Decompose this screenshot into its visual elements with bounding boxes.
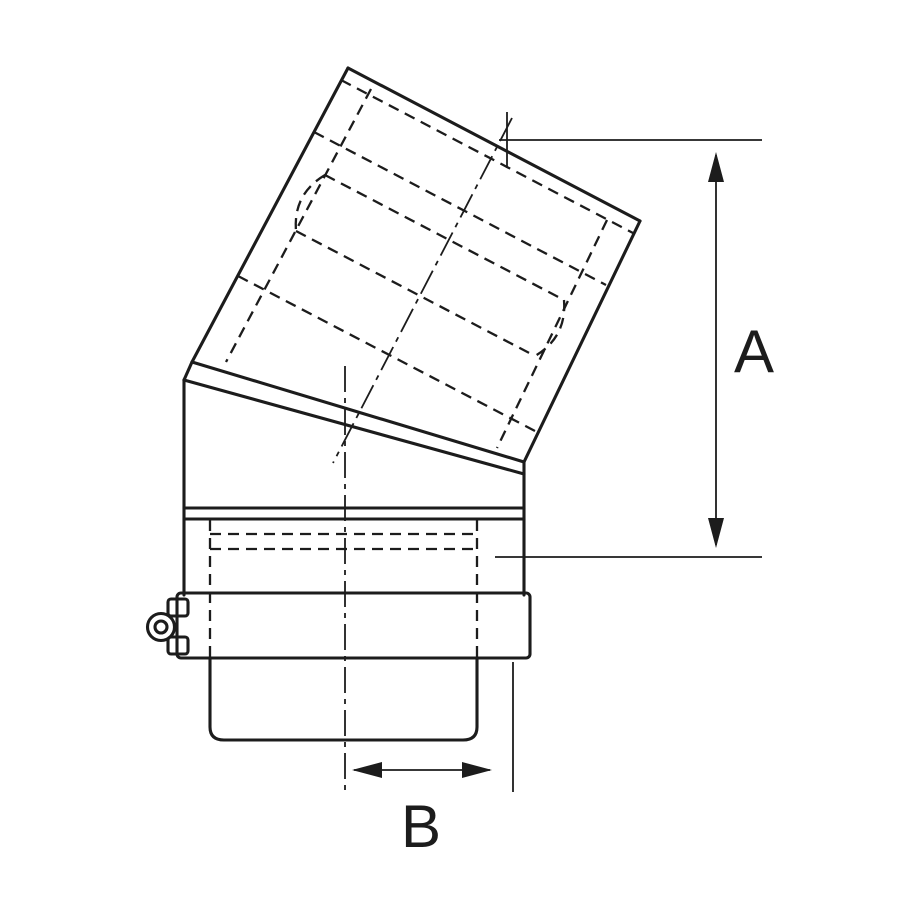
dimension-a: A — [495, 112, 774, 558]
coupling-band-left-tab — [294, 174, 326, 232]
clamp-bolt-inner — [153, 619, 169, 635]
upper-inner-right-dashed — [495, 219, 609, 449]
clamp-ear-top — [166, 597, 190, 618]
dim-b-arrow-right-icon — [462, 762, 492, 778]
upper-socket-depth-dashed — [313, 130, 607, 287]
coupling-band-bottom-dashed — [295, 229, 536, 358]
dimension-b-label: B — [401, 793, 441, 860]
coupling-band-top-dashed — [324, 173, 565, 302]
coupling-band-right-tab — [534, 299, 566, 357]
dimension-a-label: A — [734, 318, 774, 385]
dim-b-arrow-left-icon — [352, 762, 382, 778]
upper-pipe-left-edge — [190, 66, 350, 364]
clamp-band — [175, 591, 532, 660]
miter-left-join — [182, 360, 194, 382]
upper-inner-left-dashed — [224, 88, 373, 363]
hidden-lines — [208, 78, 634, 658]
spigot-outline — [208, 656, 479, 742]
dimension-b: B — [352, 662, 514, 860]
miter-seam-lower — [182, 378, 526, 476]
upper-pipe-rim — [346, 66, 642, 223]
angled-centerline — [332, 117, 513, 464]
upper-lower-socket-dashed — [237, 274, 536, 433]
miter-seam-upper — [190, 360, 526, 464]
upper-pipe-right-edge — [522, 219, 642, 464]
upper-inner-rim-dashed — [340, 78, 634, 235]
dim-a-arrow-down-icon — [708, 518, 724, 548]
elbow-outline — [145, 66, 642, 742]
centerlines — [332, 117, 513, 795]
clamp-bolt-outer — [145, 611, 177, 643]
dim-a-arrow-up-icon — [708, 152, 724, 182]
clamp-ear-bottom — [166, 635, 190, 656]
